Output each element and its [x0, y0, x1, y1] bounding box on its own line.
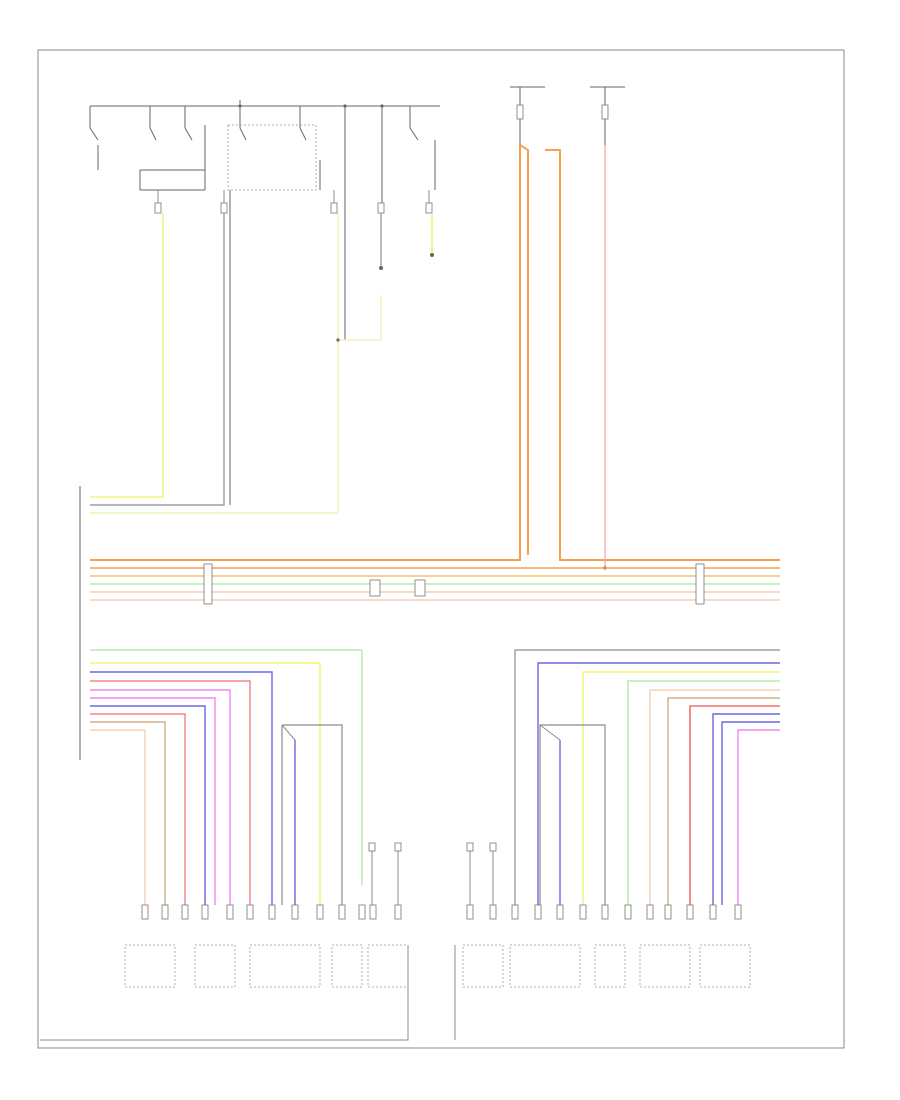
switch-cluster — [89, 100, 440, 514]
right-lower-module — [454, 649, 780, 1040]
diagram-frame — [37, 49, 845, 1049]
fuse-feeds — [90, 86, 780, 570]
middle-bus — [79, 486, 780, 760]
left-lower-module — [40, 649, 409, 1041]
